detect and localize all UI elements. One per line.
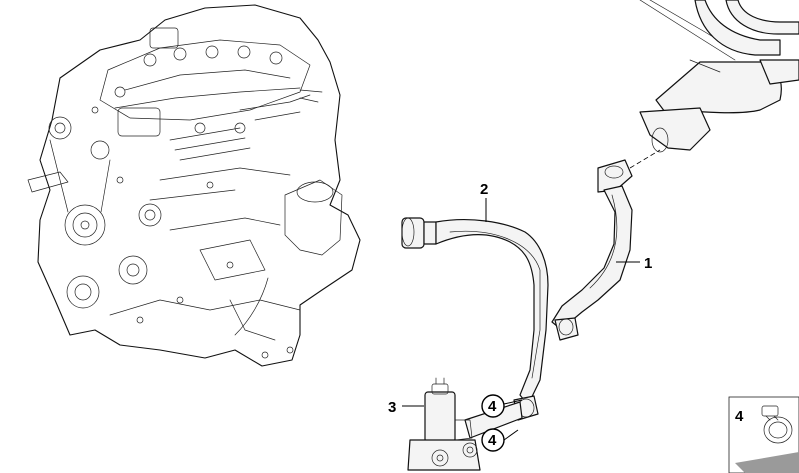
legend-4-label: 4 bbox=[735, 408, 744, 425]
connection-line bbox=[629, 149, 661, 169]
callout-3-label: 3 bbox=[388, 399, 396, 416]
hose-clamp-icon bbox=[761, 405, 793, 444]
callout-4b-label: 4 bbox=[488, 432, 497, 449]
callout-4a-label: 4 bbox=[488, 398, 497, 415]
callout-2-label: 2 bbox=[480, 181, 488, 198]
coolant-valve bbox=[407, 377, 481, 471]
callout-4a-circle bbox=[481, 394, 505, 418]
engine-block bbox=[27, 4, 361, 367]
callout-1-label: 1 bbox=[644, 255, 652, 272]
legend-clamp-box bbox=[728, 396, 799, 473]
coolant-hose-inlet bbox=[401, 217, 549, 439]
legend-grey-strip bbox=[735, 452, 799, 473]
coolant-hose-outlet bbox=[551, 159, 633, 341]
upper-coolant-pipes bbox=[639, 0, 799, 153]
